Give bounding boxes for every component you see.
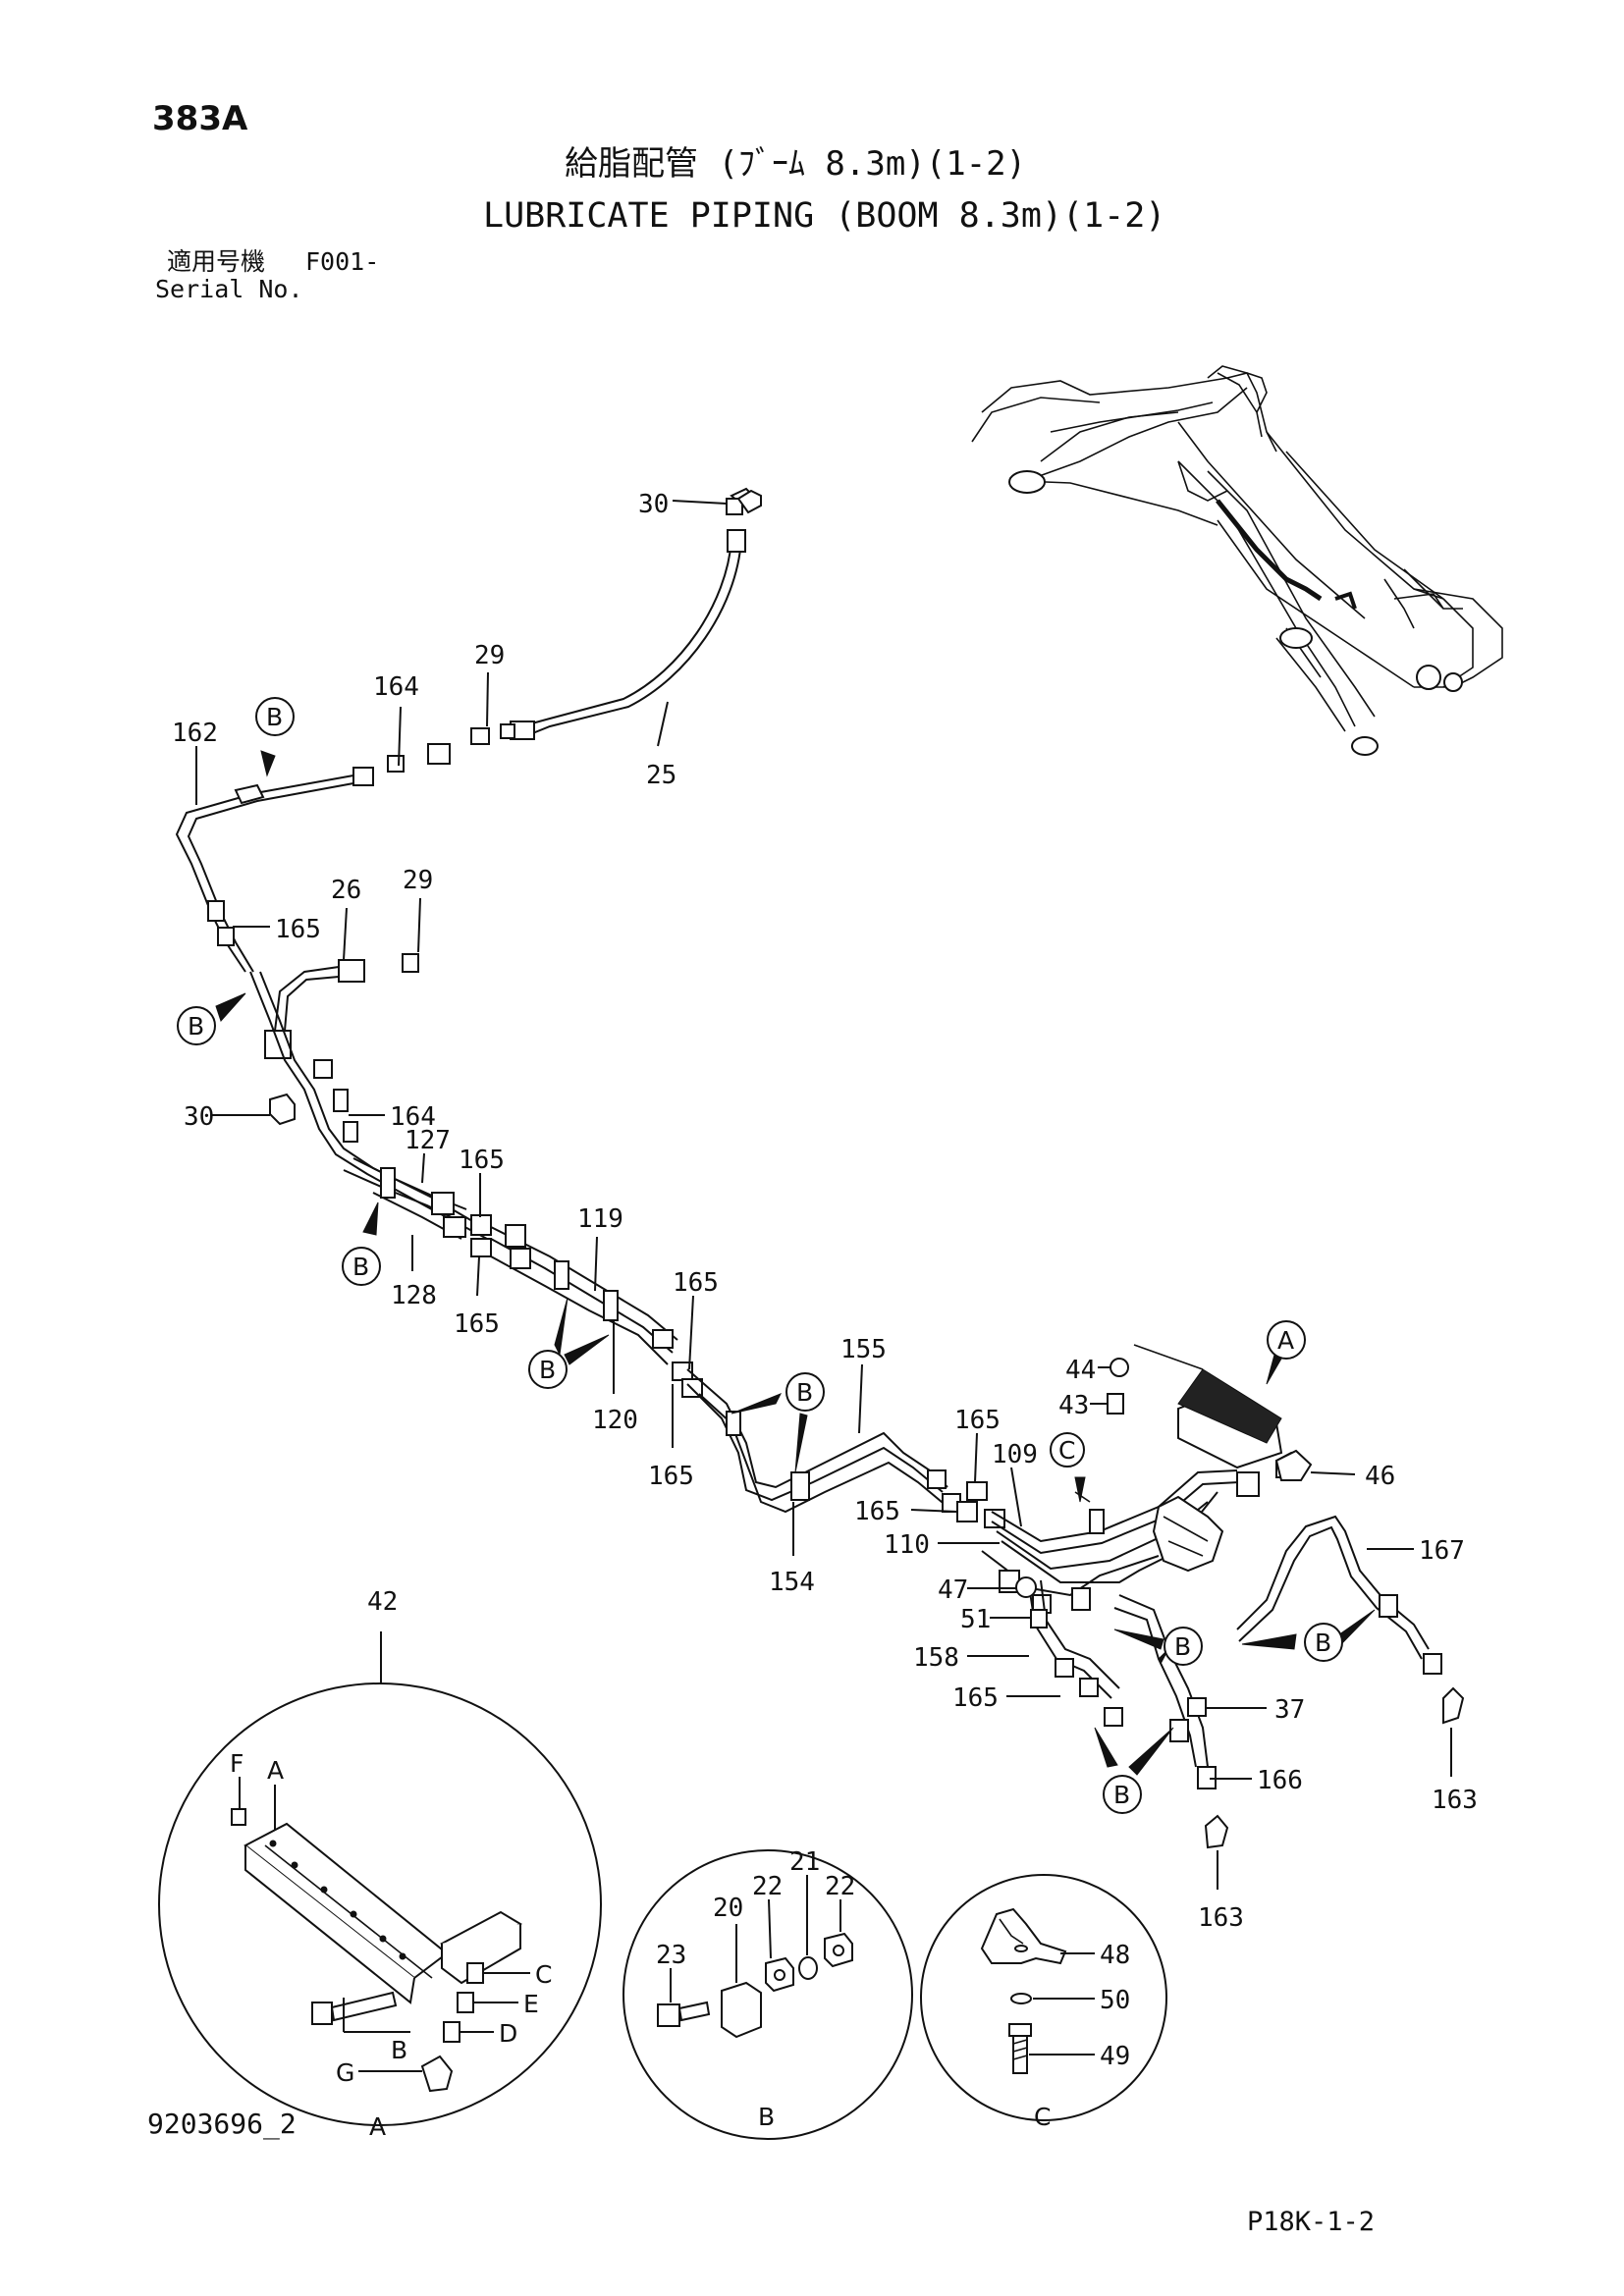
callout-164: 164 <box>373 672 419 702</box>
callout-51: 51 <box>960 1605 991 1634</box>
main-piping <box>175 487 1465 1849</box>
ref-b-marker: B <box>528 1297 610 1389</box>
callout-128: 128 <box>391 1281 437 1310</box>
callout-162: 162 <box>172 719 218 748</box>
callout-46: 46 <box>1365 1462 1395 1491</box>
svg-text:23: 23 <box>656 1941 686 1970</box>
serial-number-value: F001- <box>305 247 380 276</box>
callout-43: 43 <box>1058 1391 1089 1420</box>
callout-42: 42 <box>367 1587 398 1617</box>
ref-b-marker: B <box>177 992 246 1045</box>
svg-text:20: 20 <box>713 1894 743 1923</box>
callout-29: 29 <box>474 641 505 670</box>
svg-text:F: F <box>230 1749 244 1778</box>
grease-manifold <box>1133 1344 1303 1573</box>
detail-c-caption: C <box>1034 2103 1051 2131</box>
svg-text:B: B <box>391 2036 407 2064</box>
ref-c-marker: C <box>1050 1432 1086 1503</box>
ref-b-marker: B <box>731 1372 825 1473</box>
detail-c: C 48 50 49 <box>920 1874 1167 2131</box>
ref-a-marker: A <box>1266 1320 1306 1385</box>
sheet-code: P18K-1-2 <box>1247 2207 1376 2237</box>
callout-127: 127 <box>405 1126 451 1155</box>
ref-b-marker: B <box>255 697 295 777</box>
boom-locator-illustration <box>971 365 1503 756</box>
callout-37: 37 <box>1274 1695 1305 1725</box>
detail-b-caption: B <box>758 2103 775 2131</box>
ref-b-marker: B <box>342 1201 381 1286</box>
callout-165: 165 <box>648 1462 694 1491</box>
callout-165: 165 <box>854 1497 900 1526</box>
callout-44: 44 <box>1065 1356 1096 1385</box>
svg-text:C: C <box>1058 1436 1075 1465</box>
svg-text:50: 50 <box>1100 1986 1130 2015</box>
page-title-english: LUBRICATE PIPING (BOOM 8.3m)(1-2) <box>483 196 1166 236</box>
callout-109: 109 <box>992 1440 1038 1469</box>
svg-text:B: B <box>796 1378 813 1407</box>
callout-164: 164 <box>390 1102 436 1132</box>
callout-165: 165 <box>454 1309 500 1339</box>
callout-163: 163 <box>1198 1903 1244 1933</box>
reference-markers: B B B B B B <box>177 697 1376 1814</box>
serial-label-japanese: 適用号機 <box>167 247 266 276</box>
svg-text:B: B <box>188 1012 204 1041</box>
svg-text:E: E <box>523 1990 539 2018</box>
detail-a-caption: A <box>369 2112 386 2141</box>
detail-b: B 23 20 22 21 22 <box>623 1847 913 2140</box>
callout-165: 165 <box>275 915 321 944</box>
svg-text:B: B <box>1113 1781 1130 1809</box>
detail-a: A F A C E D B G <box>158 1682 602 2141</box>
svg-text:21: 21 <box>789 1847 820 1877</box>
svg-text:22: 22 <box>752 1872 783 1901</box>
callout-25: 25 <box>646 761 677 790</box>
svg-text:B: B <box>266 703 283 731</box>
callout-154: 154 <box>769 1568 815 1597</box>
callout-30: 30 <box>638 490 669 519</box>
callout-163: 163 <box>1432 1786 1478 1815</box>
callout-30: 30 <box>184 1102 214 1132</box>
serial-label-english: Serial No. <box>155 275 303 303</box>
callout-29: 29 <box>403 866 433 895</box>
svg-text:48: 48 <box>1100 1941 1130 1970</box>
callout-120: 120 <box>592 1406 638 1435</box>
ref-b-marker: B <box>1113 1627 1203 1666</box>
callout-158: 158 <box>913 1643 959 1673</box>
callout-165: 165 <box>954 1406 1001 1435</box>
callout-47: 47 <box>938 1575 968 1605</box>
svg-text:22: 22 <box>825 1872 855 1901</box>
page-title-japanese: 給脂配管 (ﾌﾞｰﾑ 8.3m)(1-2) <box>565 144 1027 184</box>
callout-26: 26 <box>331 876 361 905</box>
svg-text:C: C <box>535 1960 552 1989</box>
callout-labels: 30 25 164 29 162 26 29 165 30 164 127 16… <box>172 490 1478 1933</box>
svg-text:B: B <box>1315 1629 1331 1657</box>
callout-165: 165 <box>459 1146 505 1175</box>
svg-text:B: B <box>352 1253 369 1281</box>
page-code: 383A <box>152 99 248 138</box>
callout-166: 166 <box>1257 1766 1303 1795</box>
svg-text:A: A <box>1277 1326 1294 1355</box>
hose-fitting <box>727 529 746 553</box>
svg-text:B: B <box>1174 1632 1191 1661</box>
svg-text:B: B <box>539 1356 556 1384</box>
svg-text:D: D <box>499 2019 517 2048</box>
svg-text:G: G <box>336 2058 354 2087</box>
callout-110: 110 <box>884 1530 930 1560</box>
drawing-number: 9203696_2 <box>147 2108 297 2140</box>
callout-155: 155 <box>840 1335 887 1364</box>
callout-165: 165 <box>673 1268 719 1298</box>
ref-b-marker: B <box>1241 1609 1376 1662</box>
svg-text:A: A <box>267 1756 284 1785</box>
callout-119: 119 <box>577 1204 623 1234</box>
svg-text:49: 49 <box>1100 2042 1130 2071</box>
ref-b-marker: B <box>1094 1727 1174 1814</box>
callout-167: 167 <box>1419 1536 1465 1566</box>
callout-165: 165 <box>952 1683 999 1713</box>
